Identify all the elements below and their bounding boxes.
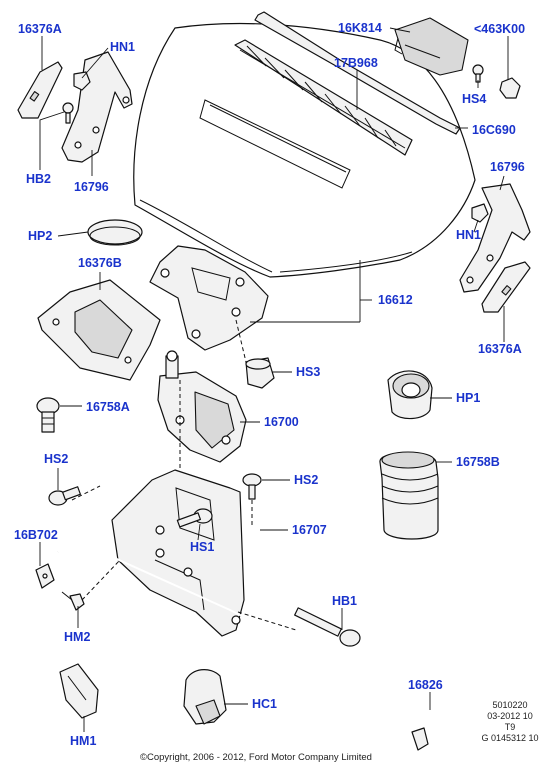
copyright-notice: ©Copyright, 2006 - 2012, Ford Motor Comp… [140,752,372,763]
label-16376A-right: 16376A [478,342,522,356]
meta-date: 03-2012 10 [487,711,533,721]
meta-ref: G 0145312 10 [481,733,539,743]
meta-variant: T9 [504,722,516,732]
label-16707: 16707 [292,523,327,537]
bonnet-seal-strip [254,11,461,135]
label-16K814: 16K814 [338,21,382,35]
label-16700: 16700 [264,415,299,429]
label-16376B: 16376B [78,256,122,270]
hinge-left-16376A [17,61,63,119]
nut-HN1-right [471,203,489,223]
plug-16758A [36,397,60,433]
bracket-16K814 [394,17,469,76]
label-HB2: HB2 [26,172,52,186]
label-HS1: HS1 [190,540,215,554]
label-HN1-top: HN1 [110,40,136,54]
label-17B968: 17B968 [334,56,378,70]
label-16796-left: 16796 [74,180,109,194]
label-16758B: 16758B [456,455,500,469]
bonnet-grille [234,39,413,156]
label-HS3: HS3 [296,365,321,379]
hinge-left-16796 [61,51,133,163]
label-HN1-right: HN1 [456,228,482,242]
clip-16B702 [35,563,55,589]
latch-16700 [157,350,247,463]
boot-16758B [379,451,439,540]
screw-HS2-right [242,473,262,500]
screw-HS2-left [48,486,82,506]
clip-HC1 [183,669,227,725]
label-HP2: HP2 [28,229,53,243]
meta-code: 5010220 [492,700,528,710]
label-HS2-left: HS2 [44,452,69,466]
label-HS4: HS4 [462,92,487,106]
grommet-HM1 [59,663,99,719]
bolt-HS1 [176,508,213,528]
label-HS2-right: HS2 [294,473,319,487]
bonnet-latch-striker [149,245,269,351]
label-16612: 16612 [378,293,413,307]
leader-lines [39,27,509,732]
hinge-right-16796 [459,183,531,293]
grommet-HP2 [87,219,143,246]
label-HB1: HB1 [332,594,358,608]
label-16826: 16826 [408,678,443,692]
alignment-lines [71,319,297,631]
label-16758A: 16758A [86,400,130,414]
label-HM2: HM2 [64,630,91,644]
label-16376A-top: 16376A [18,22,62,36]
label-16796-right: 16796 [490,160,525,174]
label-16B702: 16B702 [14,528,58,542]
support-bracket-16707 [111,469,245,637]
label-463K00: <463K00 [474,22,526,36]
release-cable-16826 [57,548,434,751]
bumper-HP1 [387,370,433,420]
nut-HN1-left [73,71,91,91]
label-16C690: 16C690 [472,123,516,137]
bump-stop-HS3 [245,357,275,389]
bonnet-panel [133,22,476,278]
drawing-metadata: 5010220 03-2012 10 T9 G 0145312 10 [470,700,550,744]
label-HC1: HC1 [252,697,278,711]
insulator-pad-16376B [37,279,161,381]
hinge-right-16376A [481,261,531,313]
fastener-HM2 [61,591,85,611]
bolt-HB2 [62,102,74,124]
label-HP1: HP1 [456,391,481,405]
label-HM1: HM1 [70,734,97,748]
screw-HS4 [472,64,484,83]
bolt-HB1 [294,607,361,647]
clip-463K00 [499,77,521,99]
